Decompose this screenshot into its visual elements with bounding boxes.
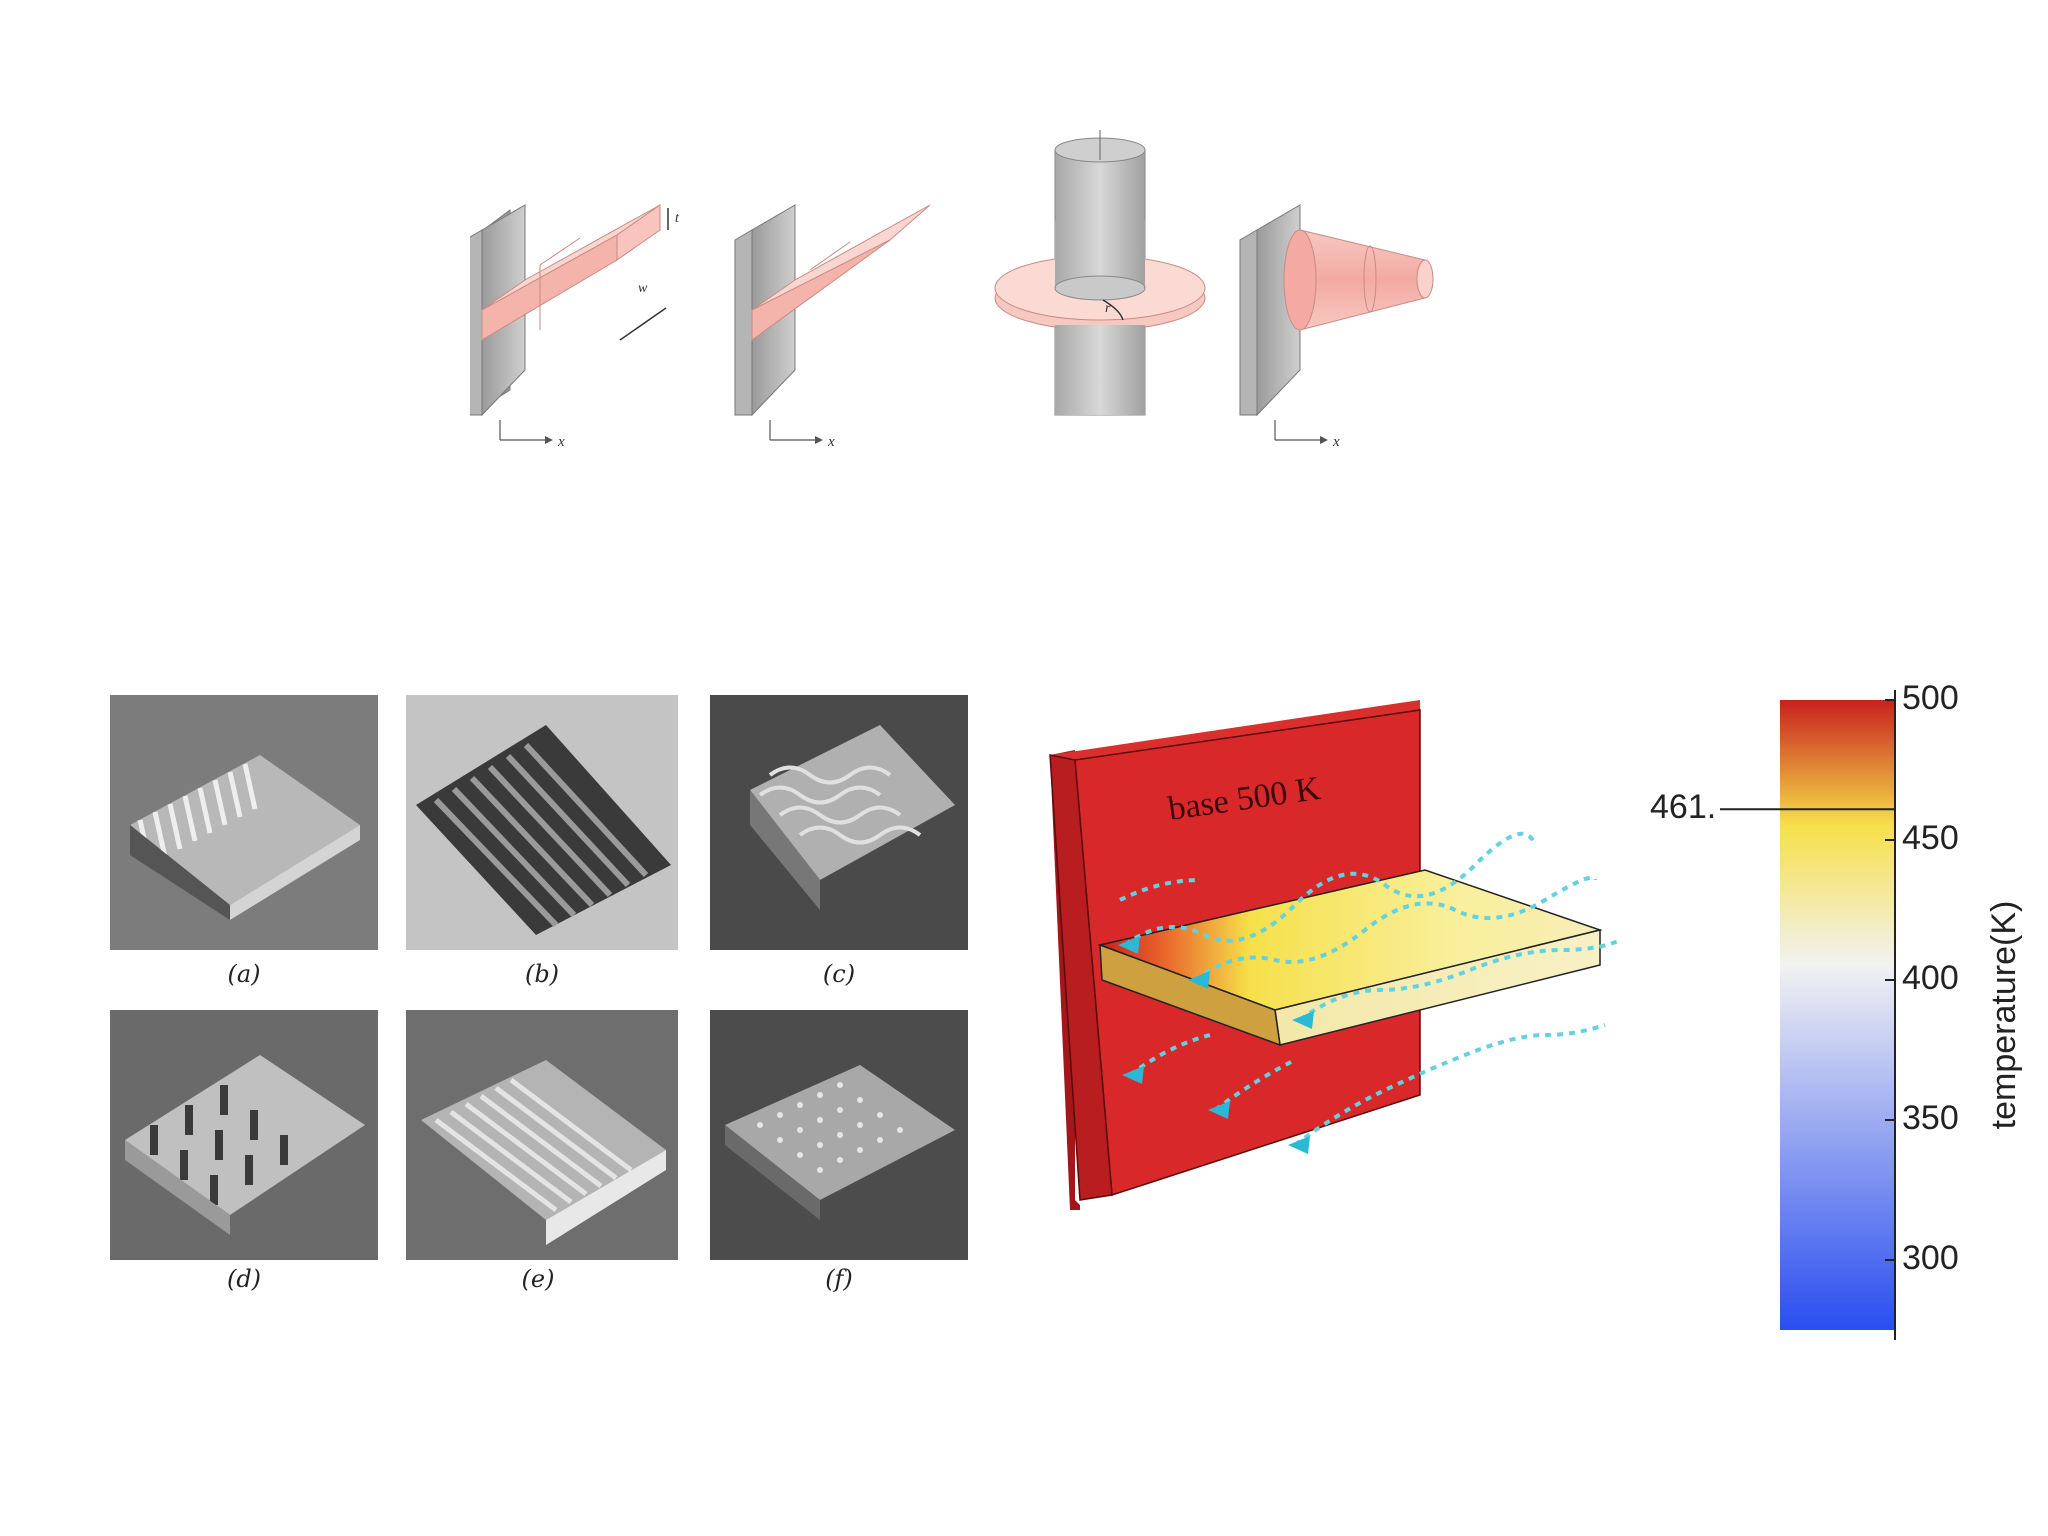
colorbar-marker-label: 461. [1650, 788, 1716, 826]
x-axis-label-2: x [827, 434, 835, 450]
colorbar-tick-label: 500 [1902, 680, 1959, 717]
annular-fin: r [994, 130, 1206, 416]
caption-b: (b) [524, 960, 560, 988]
photo-f [710, 1010, 968, 1260]
colorbar-gradient [1780, 700, 1895, 1330]
colorbar-tick-label: 350 [1902, 1099, 1959, 1137]
caption-a: (a) [227, 960, 261, 988]
triangular-fin: x [734, 204, 931, 450]
rectangular-fin: w t x [470, 204, 680, 450]
colorbar-axis-title: temperature(K) [1985, 901, 2023, 1130]
caption-d: (d) [226, 1265, 262, 1293]
flow-arrow-icons [1118, 936, 1314, 1154]
width-label: w [638, 281, 648, 296]
fin-simulation: base 500 K [1049, 700, 1621, 1210]
pin-fin: x [1239, 204, 1434, 450]
photo-d [110, 1010, 378, 1260]
convection-flow-lines [1119, 831, 1621, 1147]
radius-label: r [1105, 301, 1111, 316]
heat-exchanger-photo-grid: (a) (b) (c) (d) (e) (f) [110, 695, 970, 1295]
caption-f: (f) [825, 1265, 853, 1293]
x-axis-label-4: x [1332, 434, 1340, 450]
fin-types-diagram: w t x x r [470, 130, 1434, 450]
caption-c: (c) [822, 960, 856, 988]
colorbar-tick-label: 300 [1902, 1239, 1959, 1277]
photo-e [406, 1010, 678, 1260]
photo-b [406, 695, 678, 950]
thickness-label: t [675, 211, 680, 226]
x-axis-label-1: x [557, 434, 565, 450]
colorbar-tick-label: 450 [1902, 819, 1959, 857]
photo-a [110, 695, 378, 950]
colorbar-tick-label: 400 [1902, 959, 1959, 997]
temperature-colorbar: 500 450 400 350 300 461. temperature(K) [1650, 680, 2023, 1340]
photo-c [710, 695, 968, 950]
caption-e: (e) [521, 1265, 555, 1293]
